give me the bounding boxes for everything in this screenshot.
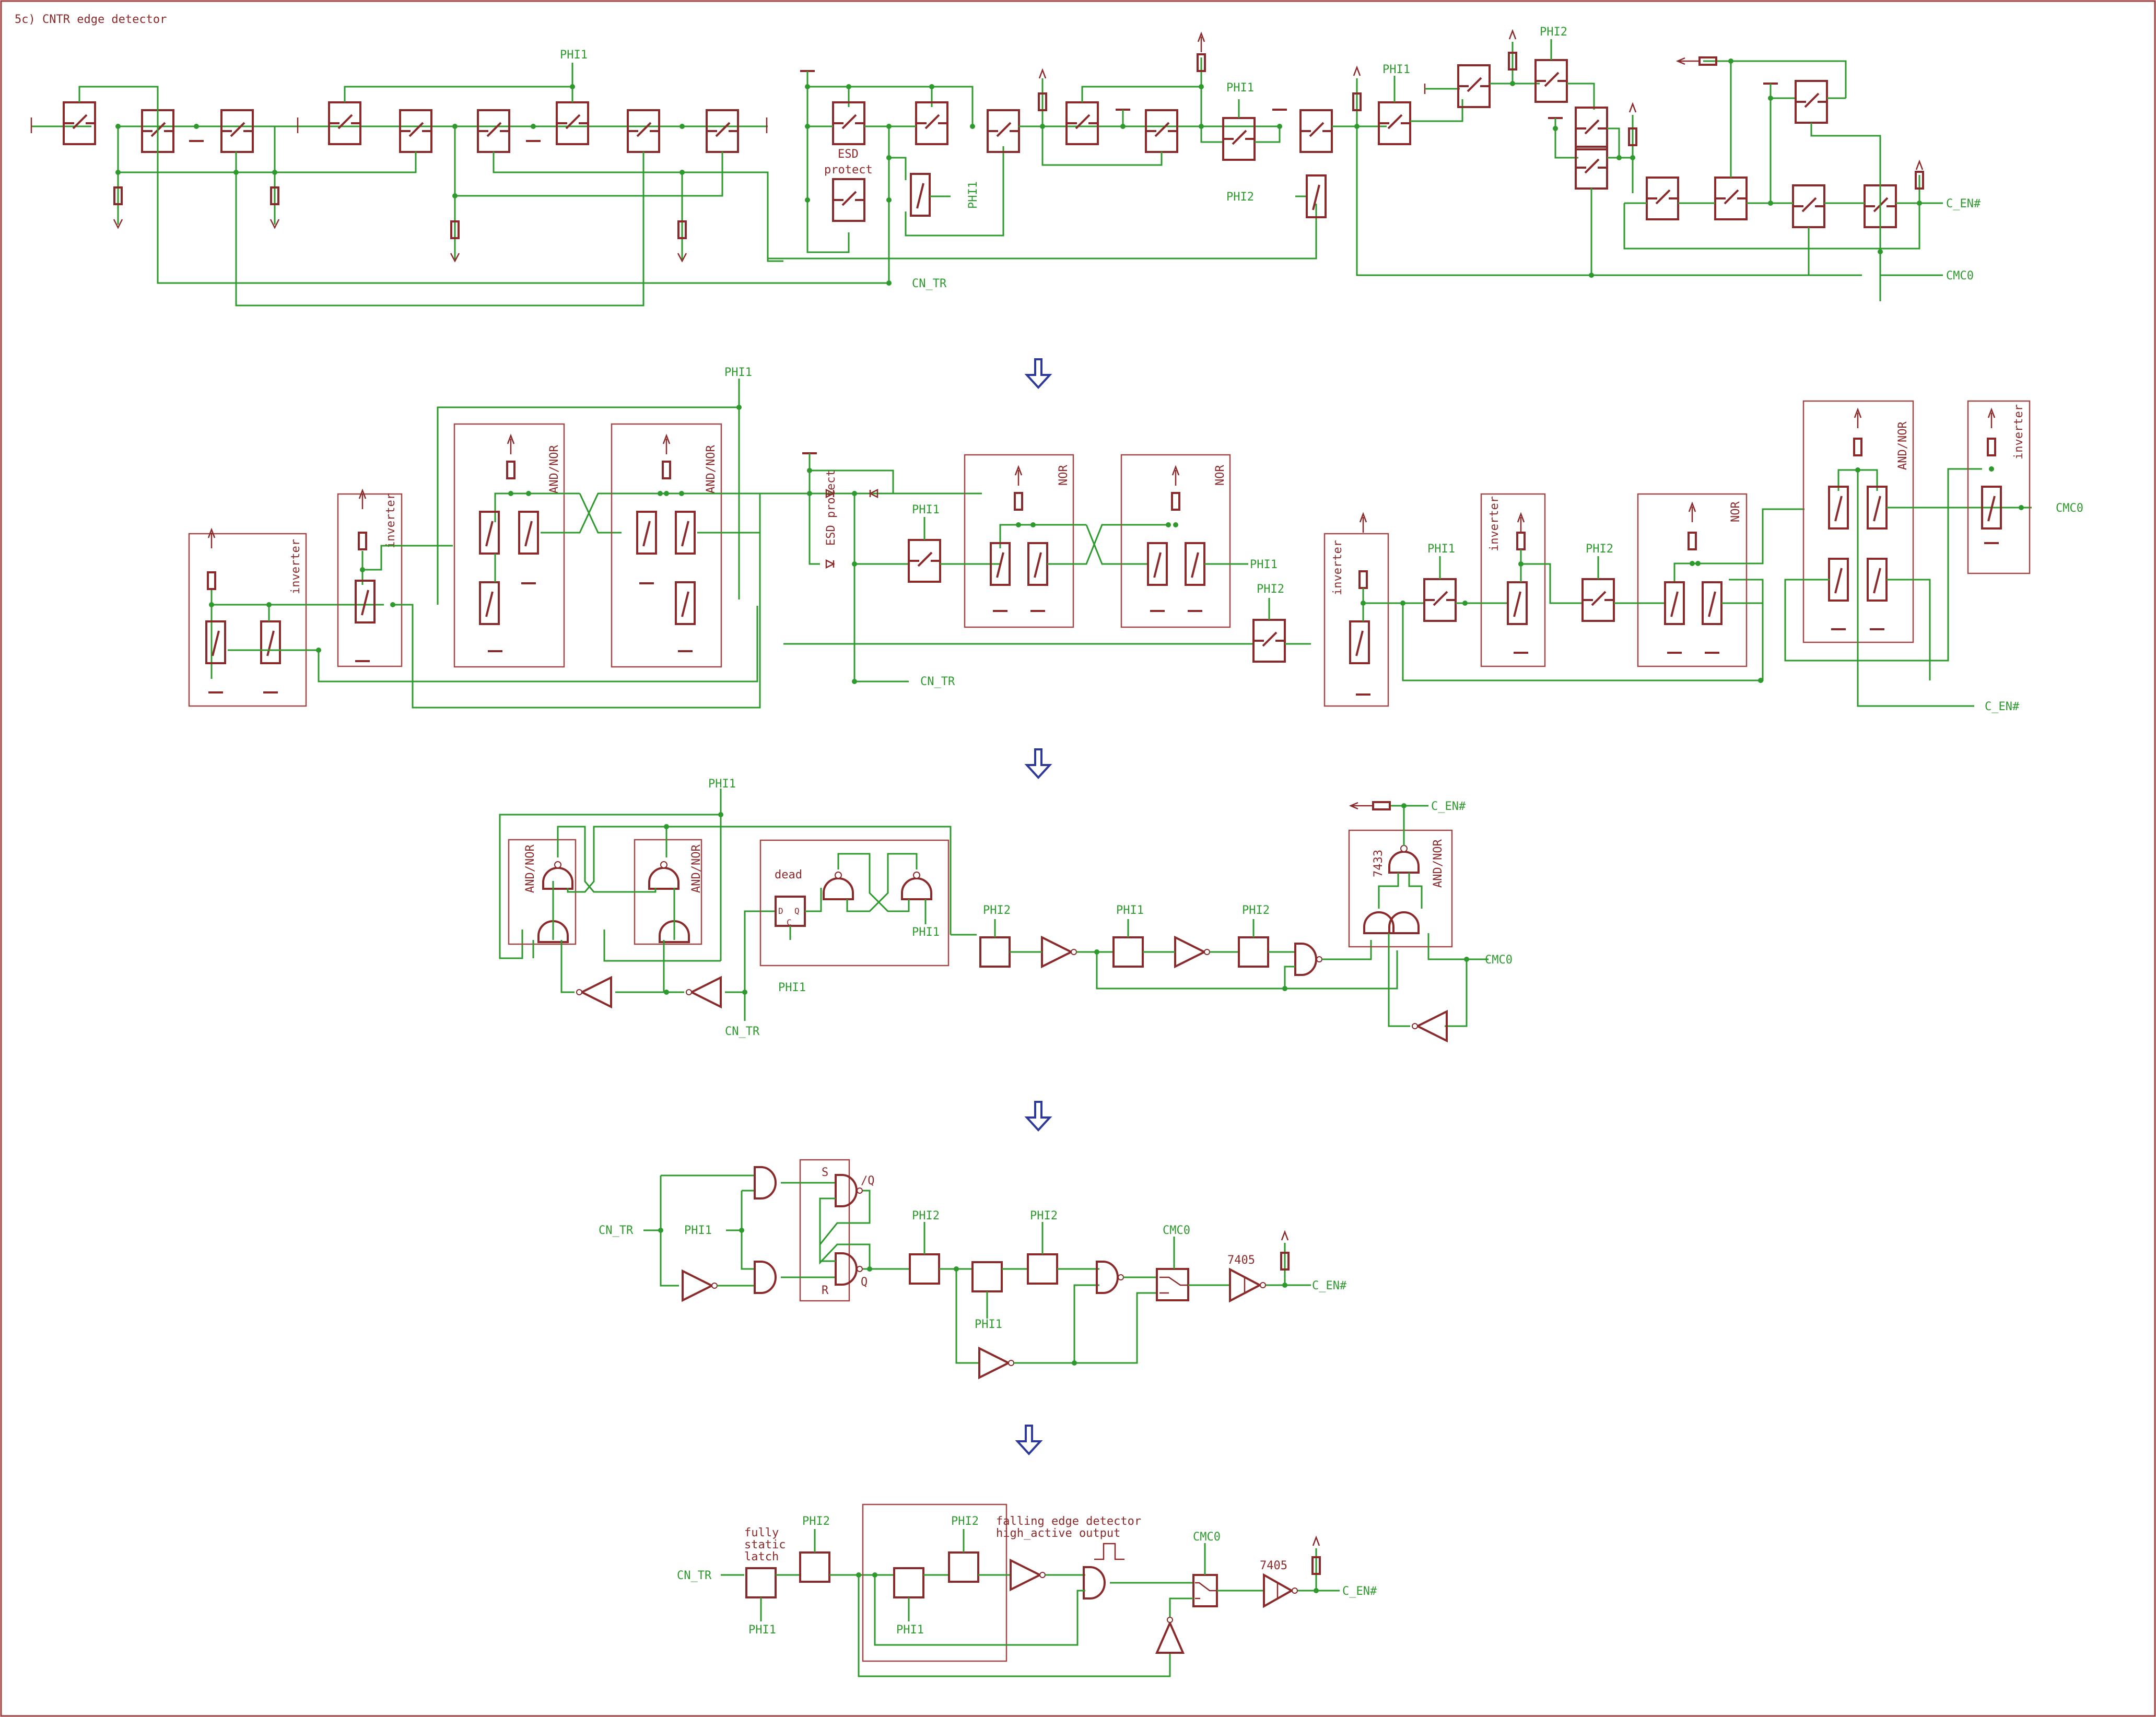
s2-phi1-top-label: PHI1 xyxy=(724,366,752,379)
s2-inverter-label-4: inverter xyxy=(1488,496,1501,551)
s5-cn-tr-label: CN_TR xyxy=(677,1569,712,1582)
s5-7405-label: 7405 xyxy=(1260,1559,1287,1572)
s2-inverter-label-2: inverter xyxy=(384,493,397,548)
s4-q-label: Q xyxy=(861,1276,868,1289)
s3-cmc0-label: CMC0 xyxy=(1485,954,1513,967)
s3-ff-d-label: D xyxy=(778,906,783,916)
s4-nq-label: /Q xyxy=(861,1174,875,1187)
s3-ff-q-label: Q xyxy=(794,906,800,916)
s3-c-en-label: C_EN# xyxy=(1431,800,1466,813)
s5-fed-label-1: falling edge detector xyxy=(996,1515,1141,1528)
s5-phi2-label-b: PHI2 xyxy=(951,1515,979,1528)
s5-cmc0-label: CMC0 xyxy=(1193,1531,1221,1544)
s2-c-en-label: C_EN# xyxy=(1985,700,2020,713)
s2-phi1-label-b: PHI1 xyxy=(1427,543,1455,556)
s3-phi1-dead-label: PHI1 xyxy=(912,926,940,939)
s4-r-label: R xyxy=(822,1284,829,1297)
s1-phi1-label-c: PHI1 xyxy=(1226,81,1254,95)
s5-c-en-label: C_EN# xyxy=(1342,1585,1377,1598)
sheet-title: 5c) CNTR edge detector xyxy=(15,13,167,26)
flow-arrow-1 xyxy=(1026,358,1051,389)
s2-cmc0-label: CMC0 xyxy=(2056,502,2083,515)
s1-phi1-label-d: PHI1 xyxy=(1382,63,1410,76)
s1-esd-label-1: ESD xyxy=(838,148,859,161)
s2-phi1-label-a: PHI1 xyxy=(912,503,940,516)
s2-phi2-label-a: PHI2 xyxy=(1257,583,1284,596)
s2-inverter-label-1: inverter xyxy=(289,539,302,594)
s2-andnor-label-3: AND/NOR xyxy=(1896,421,1909,470)
s3-phi1-ff-label: PHI1 xyxy=(778,981,806,994)
s3-dead-label: dead xyxy=(775,868,802,881)
s3-ff-c-label: C xyxy=(787,918,792,927)
s3-cn-tr-label: CN_TR xyxy=(725,1025,760,1038)
s1-phi1-label-a: PHI1 xyxy=(560,49,588,62)
s2-esd-label: ESD protect xyxy=(825,469,838,546)
s4-c-en-label: C_EN# xyxy=(1312,1279,1347,1292)
s3-phi1-label-b: PHI1 xyxy=(1116,904,1144,917)
s5-phi1-label-a: PHI1 xyxy=(748,1624,776,1637)
s5-phi1-label-b: PHI1 xyxy=(896,1624,924,1637)
s2-inverter-label-3: inverter xyxy=(1331,540,1344,595)
section-2-gate-blocks: inverter inverter PHI1 AND/NOR xyxy=(188,366,2083,713)
s5-latch-label-1: fully xyxy=(744,1526,779,1539)
flow-arrow-2 xyxy=(1026,748,1051,779)
s3-phi2-label-b: PHI2 xyxy=(1242,904,1270,917)
s4-cmc0-label: CMC0 xyxy=(1163,1224,1190,1237)
s2-phi1-out-label: PHI1 xyxy=(1250,558,1278,571)
s4-cn-tr-label: CN_TR xyxy=(599,1224,634,1237)
s4-phi2-label-b: PHI2 xyxy=(1030,1209,1058,1222)
s4-7405-label: 7405 xyxy=(1227,1254,1255,1267)
s2-andnor-label-1: AND/NOR xyxy=(548,445,561,493)
s3-andnor-label-2: AND/NOR xyxy=(690,844,703,893)
s3-7433-label: 7433 xyxy=(1372,850,1385,877)
s5-fed-label-2: high_active output xyxy=(996,1527,1120,1540)
s1-cn-tr-label: CN_TR xyxy=(912,277,947,290)
s3-phi2-label-a: PHI2 xyxy=(983,904,1011,917)
section-1-transistor-level: PHI1 ESD protect PHI1 xyxy=(30,26,1981,307)
s1-c-en-label: C_EN# xyxy=(1946,197,1981,210)
s2-cn-tr-label: CN_TR xyxy=(920,675,955,688)
s5-latch-label-2: static xyxy=(744,1538,786,1551)
section-3-gate-level: PHI1 AND/NOR AND/NOR CN_TR dead D xyxy=(499,778,1513,1042)
s3-andnor-label-1: AND/NOR xyxy=(524,844,537,893)
s5-phi2-label-a: PHI2 xyxy=(802,1515,830,1528)
s5-latch-label-3: latch xyxy=(744,1550,779,1563)
s2-inverter-label-5: inverter xyxy=(2012,404,2025,460)
s4-phi1-b-label: PHI1 xyxy=(975,1318,1002,1331)
s1-cmc0-label: CMC0 xyxy=(1946,269,1974,283)
s2-nor-label-2: NOR xyxy=(1214,465,1227,486)
s4-s-label: S xyxy=(822,1166,828,1179)
s2-nor-label-3: NOR xyxy=(1729,501,1742,522)
s2-andnor-label-2: AND/NOR xyxy=(705,445,718,493)
s1-phi2-label-b: PHI2 xyxy=(1540,26,1567,39)
s2-phi2-label-b: PHI2 xyxy=(1586,543,1613,556)
section-5-final: CN_TR fully static latch PHI1 PHI2 PHI1 … xyxy=(677,1503,1377,1677)
section-4-rs-latch: CN_TR PHI1 S /Q R Q PHI2 PHI1 xyxy=(599,1159,1347,1379)
s3-phi1-top-label: PHI1 xyxy=(708,778,736,791)
s1-phi1-label-b: PHI1 xyxy=(967,181,980,209)
flow-arrow-3 xyxy=(1026,1101,1051,1131)
s1-phi2-label-a: PHI2 xyxy=(1226,191,1254,204)
flow-arrow-4 xyxy=(1016,1425,1041,1455)
s3-andnor-label-3: AND/NOR xyxy=(1432,839,1445,888)
s4-phi2-label-a: PHI2 xyxy=(912,1209,940,1222)
s2-nor-label-1: NOR xyxy=(1057,465,1070,486)
s1-esd-label-2: protect xyxy=(824,163,873,177)
s4-phi1-label: PHI1 xyxy=(684,1224,712,1237)
